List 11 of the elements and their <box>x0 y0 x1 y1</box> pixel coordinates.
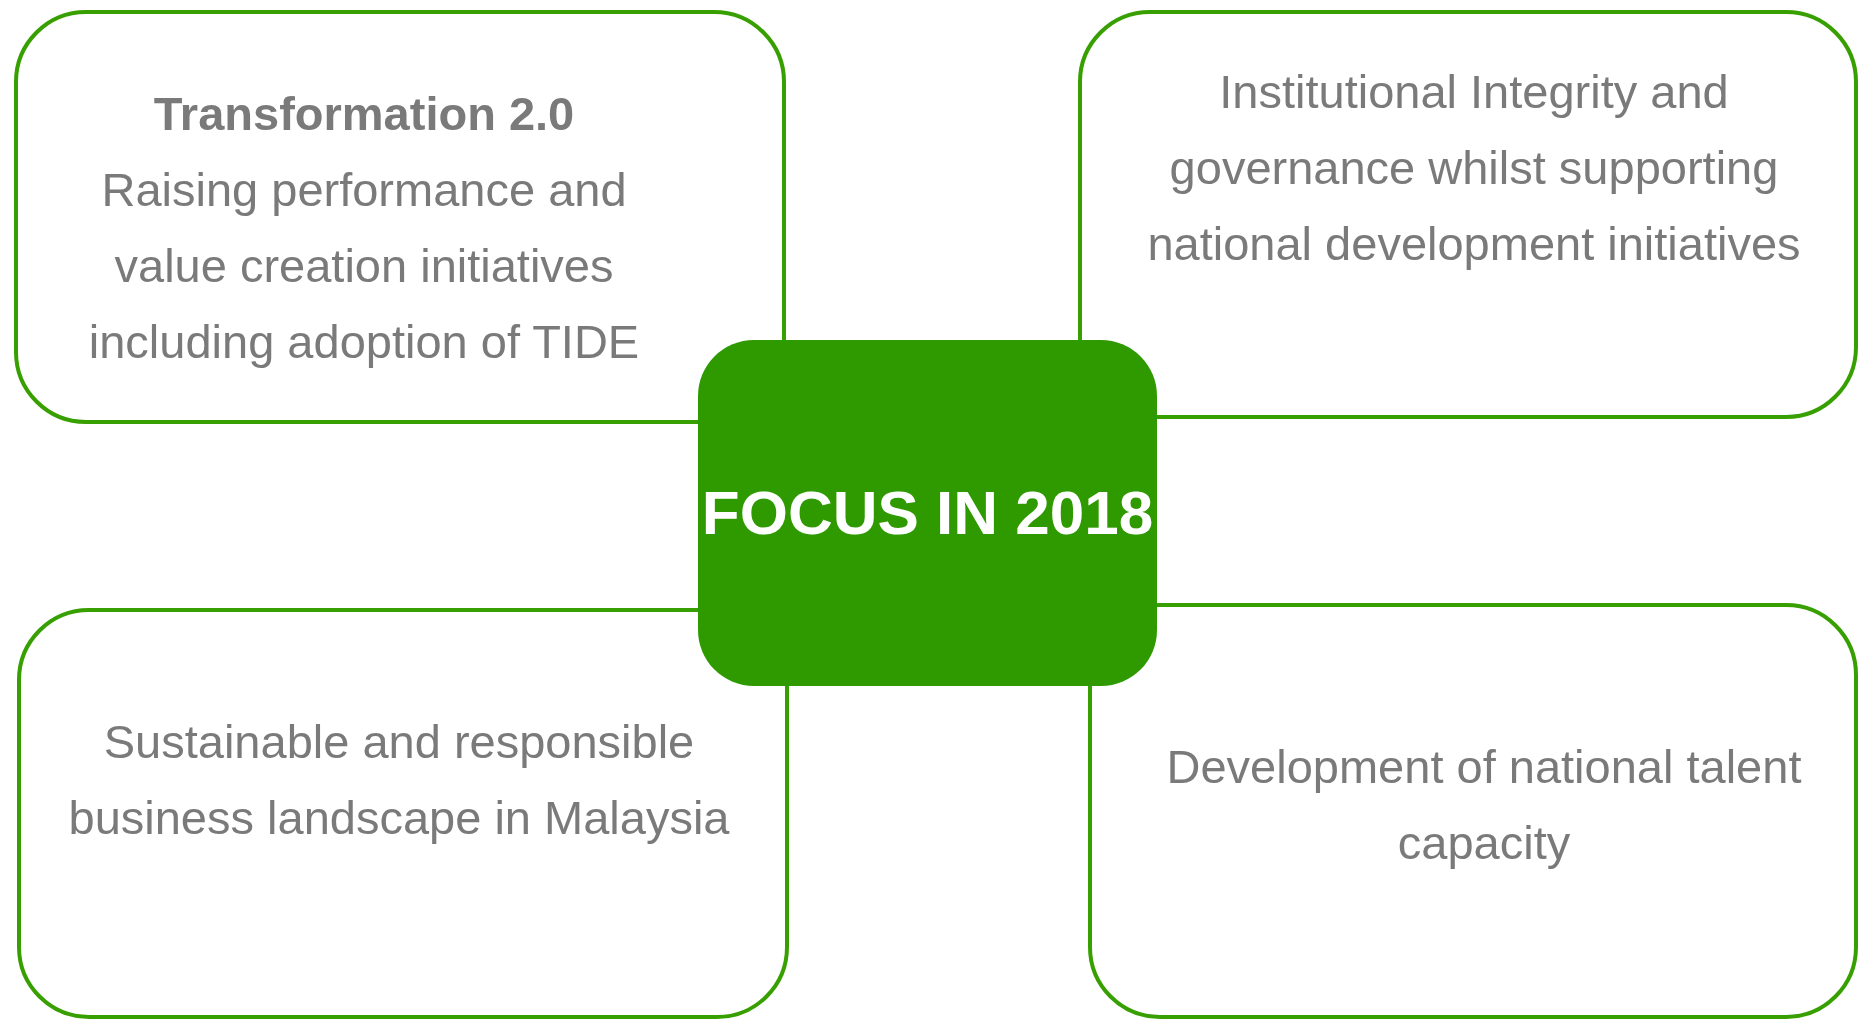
body-text: Sustainable and responsible business landscape in Malaysia <box>67 714 731 846</box>
rounded-box <box>1088 603 1858 1019</box>
center-title: FOCUS IN 2018 <box>701 477 1154 549</box>
rounded-box <box>14 10 786 424</box>
center-box <box>698 340 1157 686</box>
body-text: Development of national talent capacity <box>1165 739 1803 871</box>
heading-text: Transformation 2.0 <box>152 86 576 142</box>
rounded-box <box>1078 10 1858 419</box>
body-text: Institutional Integrity and governance whilst supporting national development initiatives <box>1146 64 1802 272</box>
rounded-box <box>17 608 789 1019</box>
body-text: Raising performance and value creation initiatives including adoption of TIDE <box>87 162 641 370</box>
